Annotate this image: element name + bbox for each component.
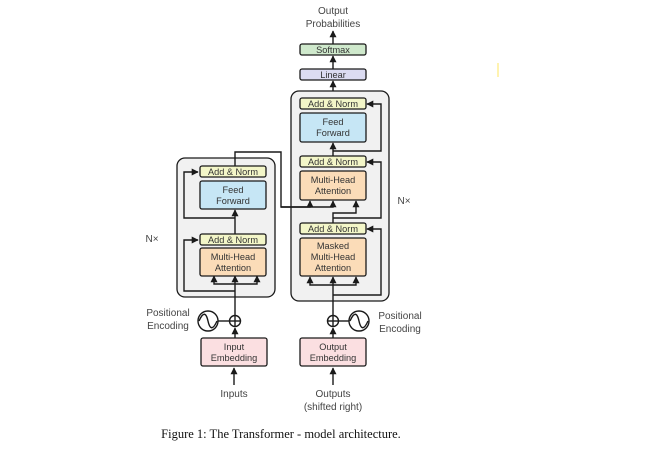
output-embedding-label-2: Embedding (310, 353, 356, 363)
encoder-attn-qkv-right (235, 275, 261, 285)
decoder-add-norm-bottom-label: Add & Norm (308, 224, 358, 234)
decoder-masked-to-cross (332, 200, 360, 224)
encoder-multi-head-attention (199, 247, 267, 277)
decoder-feed-forward-label-2: Forward (316, 128, 350, 138)
decoder-residual-masked (333, 225, 382, 296)
output-head: Output Probabilities Softmax Linear (299, 6, 367, 97)
decoder-cross-attention-label-2: Attention (315, 186, 351, 196)
encoder-residual-attn (183, 236, 235, 292)
input-embedding-block (200, 337, 268, 367)
decoder-positional-label-1: Positional (378, 311, 421, 322)
softmax-label: Softmax (316, 45, 350, 55)
decoder-add-norm-middle (299, 155, 367, 168)
output-embedding-label-1: Output (319, 342, 347, 352)
encoder-add-norm-bottom-label: Add & Norm (208, 235, 258, 245)
decoder-cross-attention-label-1: Multi-Head (311, 175, 355, 185)
decoder-add-norm-middle-label: Add & Norm (308, 157, 358, 167)
linear-block (299, 68, 367, 81)
encoder-feed-forward (199, 180, 267, 210)
decoder-cross-attention (299, 170, 367, 201)
decoder-residual-cross (333, 158, 382, 219)
inputs-label: Inputs (220, 389, 247, 400)
decoder-add-norm-bottom (299, 222, 367, 235)
decoder-masked-qkv-left (306, 276, 333, 286)
decoder-masked-label-2: Multi-Head (311, 252, 355, 262)
encoder-add-norm-top-label: Add & Norm (208, 167, 258, 177)
encoder-to-decoder-key (281, 200, 337, 208)
encoder-positional-label-2: Encoding (147, 321, 189, 332)
decoder-positional-label-2: Encoding (379, 324, 421, 335)
encoder-attention-label-2: Attention (215, 263, 251, 273)
decoder-feed-forward (299, 112, 367, 143)
encoder-to-decoder-connection (234, 151, 314, 208)
encoder-residual-ff (183, 168, 235, 219)
accent-mark (497, 63, 499, 77)
decoder-masked-qkv-right (333, 276, 360, 286)
output-probabilities-label-2: Probabilities (306, 19, 360, 30)
decoder-masked-label-1: Masked (317, 241, 349, 251)
decoder-residual-ff (333, 100, 382, 152)
decoder-sine-wave-icon (348, 310, 370, 332)
figure-caption: Figure 1: The Transformer - model archit… (161, 427, 401, 441)
encoder-feed-forward-label-1: Feed (223, 185, 244, 195)
encoder-positional-label-1: Positional (146, 308, 189, 319)
decoder-feed-forward-label-1: Feed (323, 117, 344, 127)
input-embedding-label-2: Embedding (211, 353, 257, 363)
linear-label: Linear (320, 70, 346, 80)
encoder-add-norm-bottom (199, 233, 267, 246)
encoder: N× Add & Norm Feed Forward Add & Norm Mu… (145, 157, 276, 400)
decoder-sine-curve (349, 313, 369, 329)
outputs-label-1: Outputs (315, 389, 350, 400)
softmax-block (299, 43, 367, 56)
decoder-repeat-label: N× (397, 196, 410, 207)
outputs-label-2: (shifted right) (304, 402, 362, 413)
encoder-attn-qkv-left (210, 275, 235, 285)
encoder-attention-label-1: Multi-Head (211, 252, 255, 262)
decoder: N× Add & Norm Feed Forward Add & Norm Mu… (234, 90, 422, 413)
encoder-repeat-label: N× (145, 234, 158, 245)
output-probabilities-label: Output (318, 6, 348, 17)
decoder-add-norm-top (299, 97, 367, 110)
input-embedding-label-1: Input (224, 342, 245, 352)
decoder-masked-attention (299, 237, 367, 277)
output-embedding-block (299, 337, 367, 367)
decoder-masked-label-3: Attention (315, 263, 351, 273)
decoder-add-norm-top-label: Add & Norm (308, 99, 358, 109)
encoder-sine-curve (198, 313, 218, 329)
encoder-add-norm-top (199, 165, 267, 178)
encoder-feed-forward-label-2: Forward (216, 196, 250, 206)
